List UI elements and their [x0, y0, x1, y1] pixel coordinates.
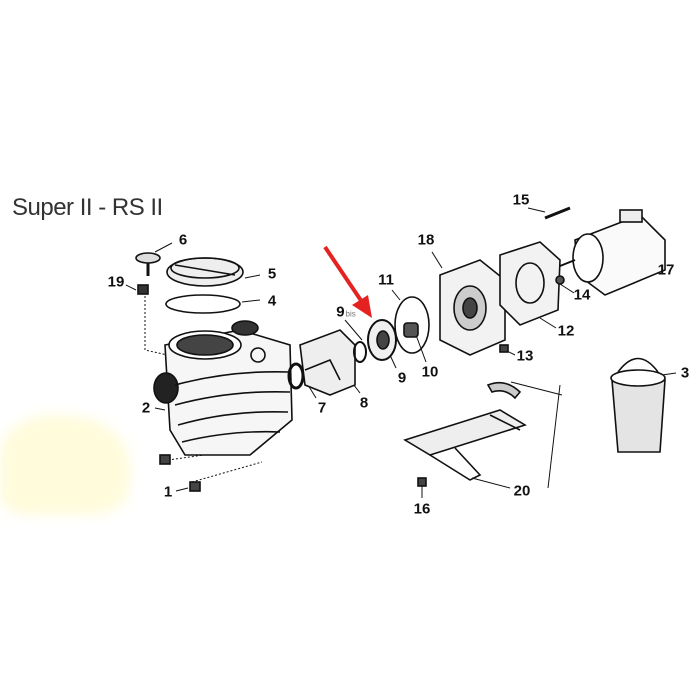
- part-11-o-ring: [394, 296, 430, 354]
- part-13-screw: [499, 344, 509, 353]
- part-19-plug: [137, 284, 149, 295]
- part-4-o-ring: [165, 294, 241, 314]
- part-20-motor-base: [403, 381, 527, 481]
- part-9-impeller: [367, 319, 397, 361]
- label-part-9bis-number: 9: [336, 303, 345, 321]
- part-17-motor: [559, 209, 666, 296]
- part-1-plug-a: [159, 454, 171, 465]
- part-15-bolt: [544, 206, 571, 220]
- label-part-8: 8: [359, 394, 369, 412]
- part-16-screw: [417, 477, 427, 487]
- background-stain: [0, 415, 130, 515]
- label-part-3: 3: [680, 364, 690, 382]
- label-part-7: 7: [317, 399, 327, 417]
- label-part-11: 11: [378, 271, 394, 289]
- diagram-title: Super II - RS II: [12, 194, 163, 221]
- label-part-4: 4: [267, 292, 277, 310]
- part-8-diffuser: [299, 329, 356, 396]
- part-10-shaft-seal: [403, 322, 419, 338]
- label-part-20: 20: [513, 482, 531, 500]
- label-part-14: 14: [573, 286, 591, 304]
- label-part-9bis: 9bis: [336, 304, 356, 321]
- part-7-ring: [287, 362, 305, 390]
- part-12-motor-adapter: [499, 241, 561, 326]
- label-part-9bis-suffix: bis: [345, 309, 356, 319]
- label-part-6: 6: [178, 231, 188, 249]
- label-part-5: 5: [267, 265, 277, 283]
- label-part-19: 19: [107, 273, 125, 291]
- label-part-2: 2: [141, 399, 151, 417]
- part-5-lid: [166, 257, 244, 287]
- part-1-plug-b: [189, 481, 201, 492]
- label-part-18: 18: [417, 231, 435, 249]
- part-9bis-seal: [353, 341, 367, 363]
- part-18-seal-plate: [439, 259, 506, 356]
- part-14-washer: [555, 275, 565, 285]
- label-part-13: 13: [516, 347, 534, 365]
- part-2-pump-housing: [153, 320, 293, 456]
- label-part-16: 16: [413, 500, 431, 518]
- highlight-arrow: [323, 245, 372, 318]
- label-part-9: 9: [397, 369, 407, 387]
- label-part-17: 17: [657, 261, 675, 279]
- label-part-15: 15: [512, 191, 530, 209]
- label-part-1: 1: [163, 483, 173, 501]
- part-3-strainer-basket: [610, 357, 666, 453]
- label-part-12: 12: [557, 322, 575, 340]
- label-part-10: 10: [421, 363, 439, 381]
- part-6-drain-knob: [135, 252, 161, 276]
